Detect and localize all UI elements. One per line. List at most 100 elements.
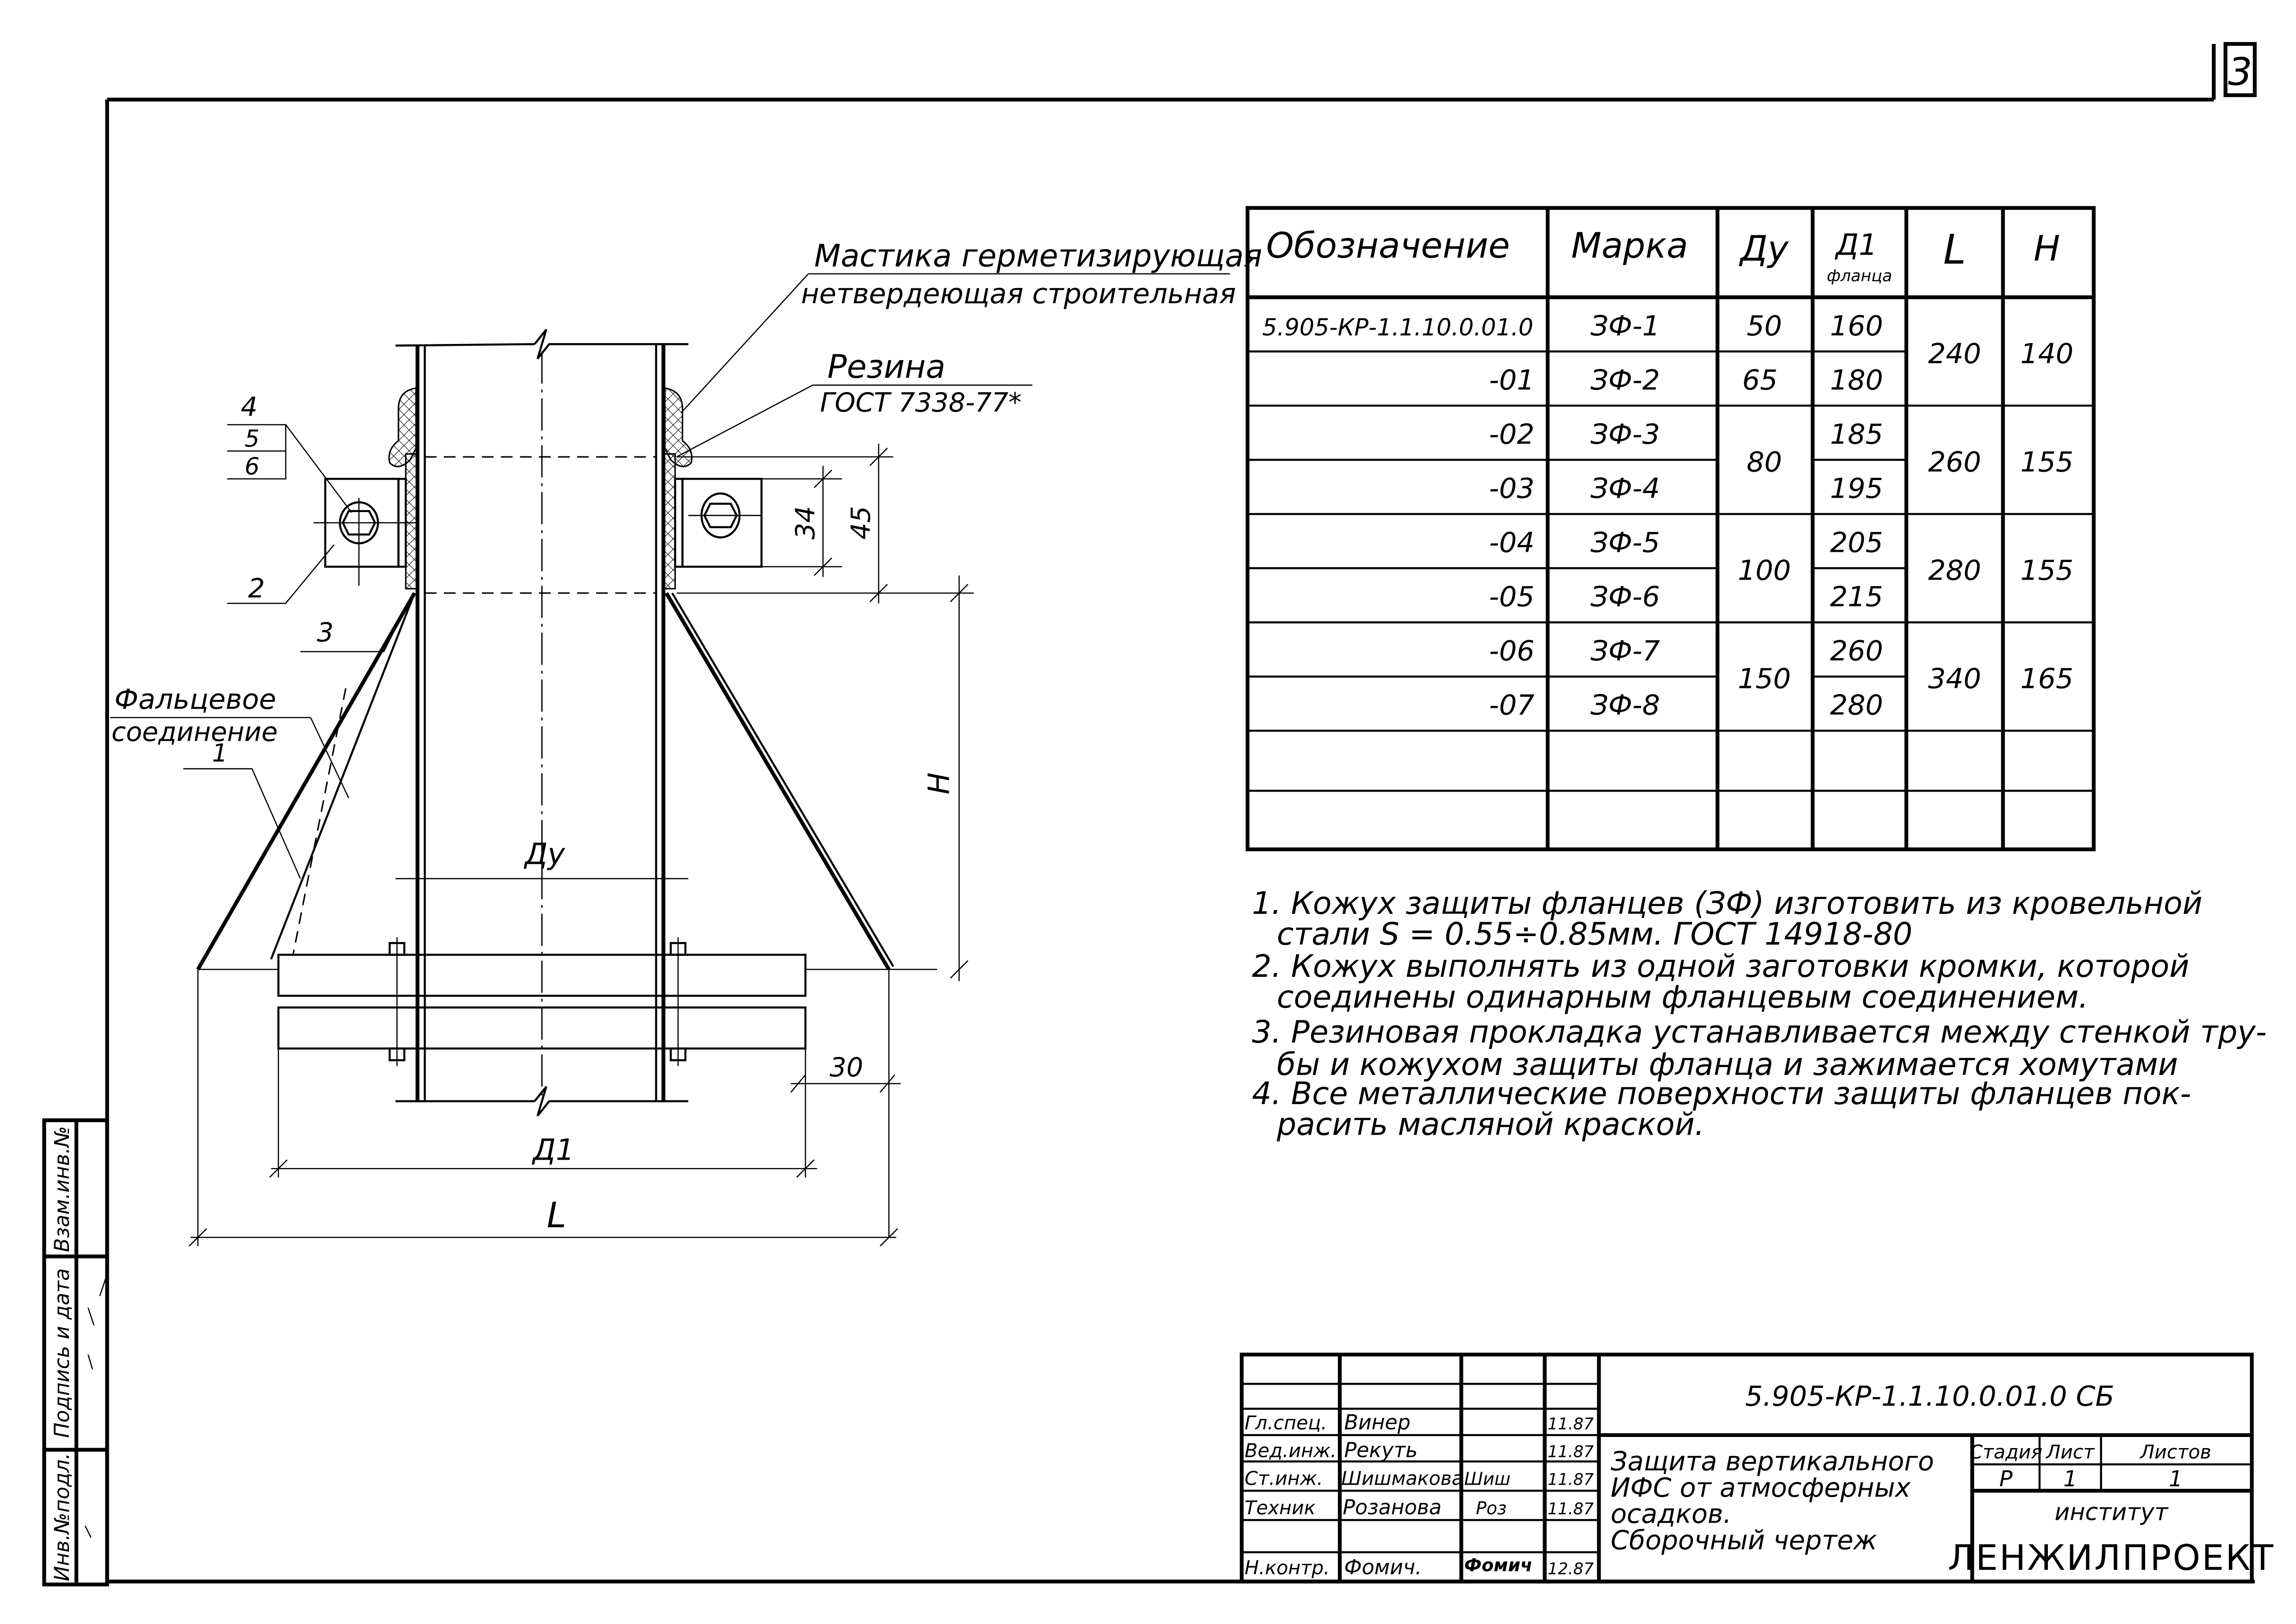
sheets-label: Листов: [2139, 1441, 2211, 1463]
mastic-label-1: Мастика герметизирующая: [814, 238, 1262, 274]
clamp-right: [681, 478, 763, 568]
stamp-sign-date: Подпись и дата: [50, 1268, 74, 1438]
callout-1: 1: [212, 738, 228, 768]
institute-logo: ЛЕНЖИЛПРОЕКТ: [1948, 1537, 2275, 1578]
note-line: 4. Все металлические поверхности защиты …: [1252, 1075, 2191, 1112]
rubber-gasket: [397, 453, 684, 590]
row-du: 50: [1747, 310, 1782, 342]
staff-date: 11.87: [1548, 1415, 1594, 1433]
mastic-label-2: нетвердеющая строительная: [801, 278, 1236, 310]
sheet-number: 3: [2228, 50, 2252, 94]
row-d1: 260: [1830, 635, 1883, 668]
row-mark: ЗФ-2: [1591, 364, 1660, 396]
row-designation: -07: [1489, 689, 1534, 722]
row-l: 340: [1928, 663, 1981, 695]
staff-name: Рекуть: [1344, 1438, 1418, 1462]
drawing-title: ИФС от атмосферных: [1611, 1473, 1911, 1503]
staff-date: 12.87: [1548, 1560, 1594, 1578]
institute-label: институт: [2054, 1498, 2169, 1525]
note-line: 2. Кожух выполнять из одной заготовки кр…: [1252, 948, 2189, 984]
staff-name: Фомич.: [1344, 1555, 1422, 1579]
callout-2: 2: [248, 574, 265, 604]
dimensions: 34 45 Н Ду 30 Д1 L: [188, 443, 969, 1247]
row-mark: ЗФ-6: [1591, 581, 1660, 613]
row-du: 100: [1738, 555, 1791, 587]
document-code: 5.905-КР-1.1.10.0.01.0 СБ: [1745, 1380, 2115, 1413]
spec-table: Обозначение Марка Ду Д1 фланца L Н 5.905…: [1245, 206, 2096, 851]
row-designation: -03: [1489, 472, 1534, 505]
staff-date: 11.87: [1548, 1470, 1594, 1489]
note-line: стали S = 0.55÷0.85мм. ГОСТ 14918-80: [1277, 916, 1912, 952]
drawing-title: Защита вертикального: [1611, 1446, 1934, 1477]
row-d1: 160: [1830, 310, 1883, 342]
header-l: L: [1943, 225, 1966, 273]
staff-signature: Роз: [1476, 1498, 1506, 1518]
dim-l: L: [547, 1195, 566, 1236]
row-d1: 215: [1830, 581, 1883, 613]
row-designation: -05: [1489, 581, 1534, 613]
drawing-title: Сборочный чертеж: [1611, 1525, 1877, 1556]
stamp-replace-inv: Взам.инв.№: [50, 1126, 74, 1252]
row-du: 150: [1738, 663, 1791, 695]
header-d1: Д1: [1835, 227, 1878, 262]
dim-30: 30: [830, 1052, 863, 1083]
callout-5: 5: [245, 425, 260, 452]
row-mark: ЗФ-3: [1591, 418, 1660, 450]
row-designation: 5.905-КР-1.1.10.0.01.0: [1262, 313, 1533, 341]
sheet-label: Лист: [2045, 1441, 2095, 1463]
callout-4: 4: [241, 392, 257, 422]
row-d1: 180: [1830, 364, 1883, 396]
dim-34: 34: [790, 506, 821, 539]
row-h: 155: [2020, 555, 2073, 587]
dim-du: Ду: [523, 837, 566, 871]
staff-role: Техник: [1244, 1497, 1315, 1519]
flange-casing: [196, 592, 937, 971]
row-designation: -01: [1489, 364, 1534, 396]
staff-name: Винер: [1344, 1411, 1410, 1434]
seam-label-2: соединение: [112, 717, 278, 748]
callout-6: 6: [245, 453, 260, 480]
callouts: Мастика герметизирующая нетвердеющая стр…: [110, 238, 1262, 879]
dim-d1: Д1: [531, 1132, 574, 1167]
row-mark: ЗФ-4: [1591, 472, 1660, 505]
row-h: 140: [2020, 337, 2073, 370]
header-du: Ду: [1739, 228, 1789, 269]
row-h: 155: [2020, 446, 2073, 479]
side-stamp: Взам.инв.№ Подпись и дата Инв.№подл.: [42, 1118, 109, 1587]
pipe-flanges: [277, 937, 807, 1066]
row-d1: 195: [1830, 472, 1883, 505]
row-designation: -02: [1489, 418, 1534, 450]
row-l: 260: [1928, 446, 1981, 479]
note-line: 3. Резиновая прокладка устанавливается м…: [1252, 1014, 2267, 1050]
row-h: 165: [2020, 663, 2073, 695]
seam-label-1: Фальцевое: [114, 683, 276, 716]
header-h: Н: [2034, 228, 2060, 269]
staff-role: Гл.спец.: [1244, 1412, 1327, 1434]
header-d1-sub: фланца: [1827, 267, 1892, 285]
sheet-value: 1: [2063, 1467, 2077, 1492]
clamp-left: [313, 478, 419, 586]
staff-signature: Шиш: [1464, 1468, 1511, 1489]
header-mark: Марка: [1571, 225, 1688, 266]
row-d1: 205: [1830, 527, 1883, 559]
stage-value: Р: [1999, 1467, 2013, 1492]
note-line: расить масляной краской.: [1276, 1106, 1705, 1142]
dim-h: Н: [921, 773, 956, 795]
row-mark: ЗФ-1: [1591, 310, 1660, 342]
assembly-drawing: 34 45 Н Ду 30 Д1 L Мастика герм: [110, 238, 1262, 1247]
mastic-seal: [388, 387, 693, 468]
rubber-label: Резина: [828, 348, 946, 386]
row-d1: 280: [1830, 689, 1883, 722]
staff-role: Вед.инж.: [1244, 1439, 1337, 1462]
row-mark: ЗФ-5: [1591, 527, 1660, 559]
rubber-standard: ГОСТ 7338-77*: [820, 387, 1021, 418]
row-du: 65: [1742, 364, 1777, 396]
row-mark: ЗФ-8: [1591, 689, 1660, 722]
staff-name: Шишмакова: [1341, 1467, 1463, 1489]
notes: 1. Кожух защиты фланцев (ЗФ) изготовить …: [1252, 885, 2267, 1143]
row-l: 240: [1928, 337, 1981, 370]
callout-3: 3: [317, 617, 334, 648]
note-line: бы и кожухом защиты фланца и зажимается …: [1277, 1046, 2178, 1082]
staff-name: Розанова: [1343, 1496, 1442, 1519]
row-designation: -04: [1489, 527, 1534, 559]
